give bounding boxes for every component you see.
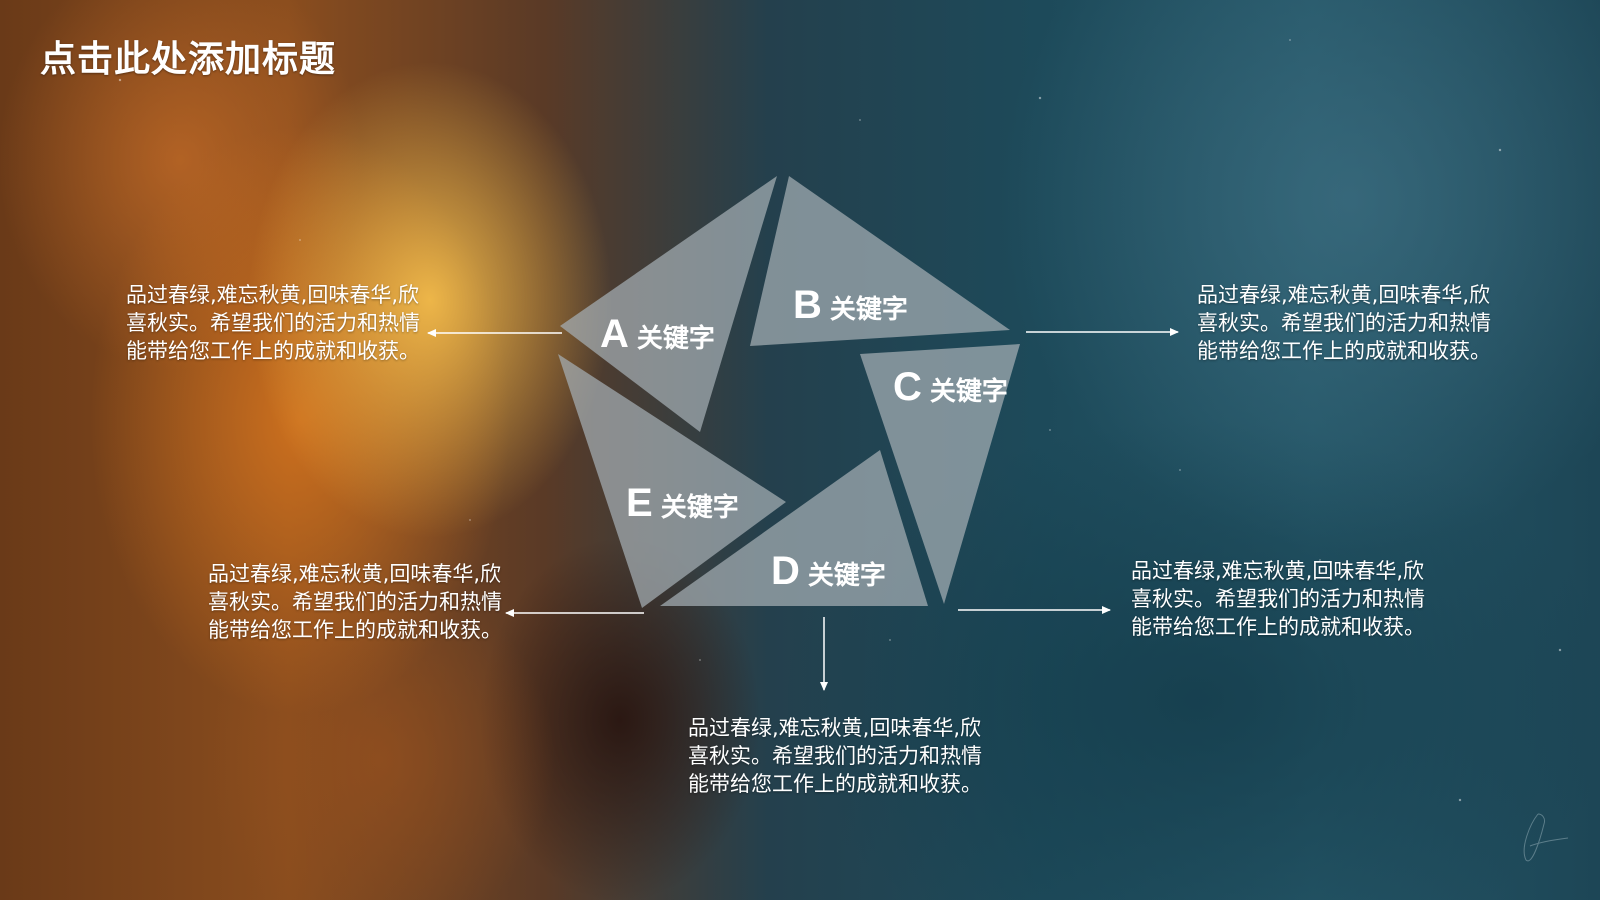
description-top-right[interactable]: 品过春绿,难忘秋黄,回味春华,欣喜秋实。希望我们的活力和热情能带给您工作上的成就… — [1197, 283, 1491, 363]
segment-d-keyword: 关键字 — [807, 561, 886, 591]
segment-d-label[interactable]: D 关键字 — [771, 549, 886, 594]
segment-b-keyword: 关键字 — [829, 295, 908, 325]
segment-e-label[interactable]: E 关键字 — [626, 481, 739, 526]
segment-a-letter: A — [600, 312, 629, 356]
segment-d-letter: D — [771, 549, 800, 593]
segment-c-shape[interactable] — [860, 344, 1020, 604]
segment-e-letter: E — [626, 481, 653, 525]
segment-e-shape[interactable] — [558, 354, 786, 608]
description-top-left[interactable]: 品过春绿,难忘秋黄,回味春华,欣喜秋实。希望我们的活力和热情能带给您工作上的成就… — [126, 283, 420, 363]
description-bottom-center[interactable]: 品过春绿,难忘秋黄,回味春华,欣喜秋实。希望我们的活力和热情能带给您工作上的成就… — [688, 716, 982, 796]
segment-c-keyword: 关键字 — [929, 377, 1008, 407]
segment-a-keyword: 关键字 — [636, 324, 715, 354]
segment-e-keyword: 关键字 — [660, 493, 739, 523]
signature-watermark — [1523, 813, 1569, 862]
slide-title[interactable]: 点击此处添加标题 — [40, 39, 337, 80]
segment-a-shape[interactable] — [560, 176, 777, 432]
segment-c-label[interactable]: C 关键字 — [893, 365, 1008, 410]
segment-c-letter: C — [893, 365, 922, 409]
segment-b-letter: B — [793, 283, 822, 327]
segment-a-label[interactable]: A 关键字 — [600, 312, 715, 357]
segment-d-shape[interactable] — [660, 450, 928, 606]
description-bottom-left[interactable]: 品过春绿,难忘秋黄,回味春华,欣喜秋实。希望我们的活力和热情能带给您工作上的成就… — [208, 562, 502, 642]
description-bottom-right[interactable]: 品过春绿,难忘秋黄,回味春华,欣喜秋实。希望我们的活力和热情能带给您工作上的成就… — [1131, 559, 1425, 639]
segment-b-label[interactable]: B 关键字 — [793, 283, 908, 328]
segment-b-shape[interactable] — [750, 176, 1010, 346]
